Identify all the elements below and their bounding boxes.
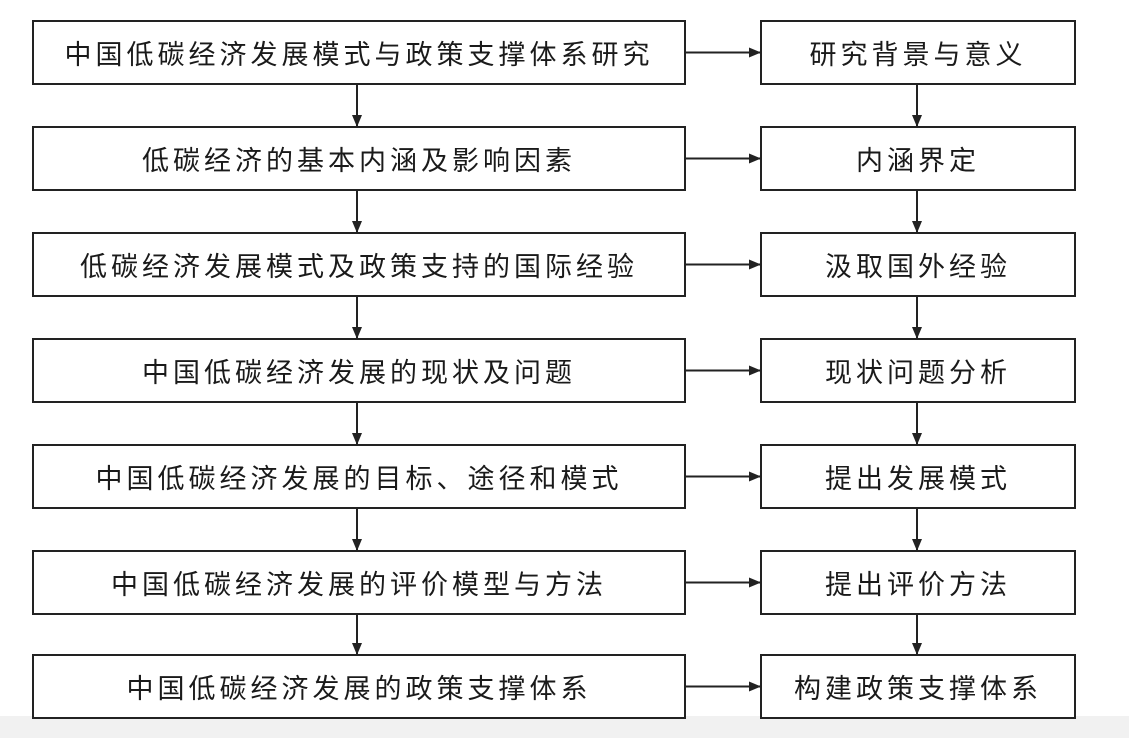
right-step-5-label: 提出发展模式 [825,464,1011,495]
right-step-4-label: 现状问题分析 [825,358,1011,389]
right-step-2-label: 内涵界定 [856,146,980,177]
left-step-3: 低碳经济发展模式及政策支持的国际经验 [32,232,686,297]
left-step-7: 中国低碳经济发展的政策支撑体系 [32,654,686,719]
right-step-1-label: 研究背景与意义 [809,40,1027,71]
right-step-1: 研究背景与意义 [760,20,1076,85]
left-step-5-label: 中国低碳经济发展的目标、途径和模式 [95,464,623,495]
left-step-5: 中国低碳经济发展的目标、途径和模式 [32,444,686,509]
right-step-3: 汲取国外经验 [760,232,1076,297]
right-step-2: 内涵界定 [760,126,1076,191]
right-step-4: 现状问题分析 [760,338,1076,403]
right-step-7: 构建政策支撑体系 [760,654,1076,719]
left-step-6: 中国低碳经济发展的评价模型与方法 [32,550,686,615]
right-step-3-label: 汲取国外经验 [825,252,1011,283]
right-step-7-label: 构建政策支撑体系 [794,674,1042,705]
left-step-2: 低碳经济的基本内涵及影响因素 [32,126,686,191]
left-step-2-label: 低碳经济的基本内涵及影响因素 [142,146,576,177]
left-step-6-label: 中国低碳经济发展的评价模型与方法 [111,570,607,601]
bottom-margin [0,716,1129,738]
left-step-3-label: 低碳经济发展模式及政策支持的国际经验 [80,252,638,283]
right-step-5: 提出发展模式 [760,444,1076,509]
left-step-1: 中国低碳经济发展模式与政策支撑体系研究 [32,20,686,85]
left-step-1-label: 中国低碳经济发展模式与政策支撑体系研究 [64,40,654,71]
left-step-4-label: 中国低碳经济发展的现状及问题 [142,358,576,389]
left-step-4: 中国低碳经济发展的现状及问题 [32,338,686,403]
left-step-7-label: 中国低碳经济发展的政策支撑体系 [126,674,592,705]
right-step-6: 提出评价方法 [760,550,1076,615]
right-step-6-label: 提出评价方法 [825,570,1011,601]
